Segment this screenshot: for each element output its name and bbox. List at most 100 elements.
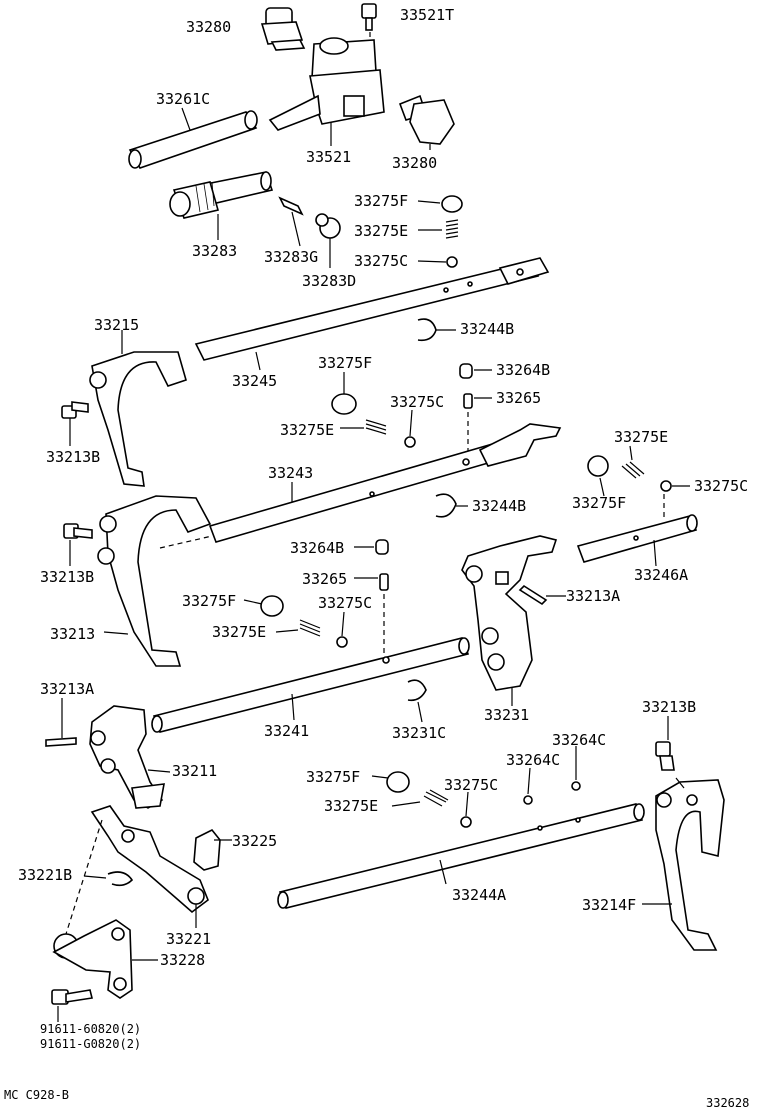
- label-33275c-4: 33275C: [318, 594, 373, 612]
- label-bolt-91611-g0820: 91611-G0820(2): [40, 1037, 142, 1051]
- label-33265-2: 33265: [302, 570, 348, 588]
- label-33264c-1: 33264C: [552, 731, 607, 749]
- bolt-33213b-1: [61, 401, 89, 419]
- bolt-33213b-2: [63, 523, 93, 539]
- fork-33213: [97, 495, 212, 667]
- label-33275c-3: 33275C: [694, 477, 749, 495]
- shaft-33244a: [277, 803, 645, 909]
- cap-33283d: [315, 213, 341, 239]
- plug-33275f-4: [260, 595, 284, 617]
- label-33283g: 33283G: [264, 248, 319, 266]
- clip-33221b: [107, 871, 134, 887]
- label-33275f-1: 33275F: [354, 192, 409, 210]
- plug-33280-top: [260, 7, 306, 51]
- ball-33275c-1: [446, 256, 458, 268]
- label-33265-1: 33265: [496, 389, 542, 407]
- clip-33231c: [407, 679, 427, 702]
- label-33244b-1: 33244B: [460, 320, 515, 338]
- shaft-33246a: [576, 514, 698, 563]
- label-33521: 33521: [306, 148, 352, 166]
- plug-33275f-1: [441, 195, 463, 213]
- label-33213a-2: 33213A: [40, 680, 95, 698]
- spring-33275e-5: [423, 789, 449, 807]
- spring-33275e-3: [621, 461, 645, 479]
- ball-33275c-2: [404, 436, 416, 448]
- label-33214f: 33214F: [582, 896, 637, 914]
- pin-33213a-2: [45, 737, 77, 747]
- shaft-33261c: [128, 110, 258, 169]
- pin-33264b-2: [375, 539, 389, 555]
- lever-33211: [89, 705, 165, 809]
- label-33244a: 33244A: [452, 886, 507, 904]
- label-33275e-2: 33275E: [280, 421, 335, 439]
- bolt-91611: [51, 989, 93, 1005]
- plug-33280-right: [398, 94, 455, 145]
- label-33213b-3: 33213B: [642, 698, 697, 716]
- bracket-33228: [52, 919, 133, 999]
- label-33280-top: 33280: [186, 18, 232, 36]
- block-33225: [193, 828, 221, 871]
- pin-33264c-1: [523, 795, 533, 805]
- label-33246a: 33246A: [634, 566, 689, 584]
- label-33213: 33213: [50, 625, 96, 643]
- label-33211: 33211: [172, 762, 218, 780]
- label-33275f-2: 33275F: [318, 354, 373, 372]
- label-33521t: 33521T: [400, 6, 455, 24]
- label-33275e-1: 33275E: [354, 222, 409, 240]
- label-33275e-3: 33275E: [614, 428, 669, 446]
- key-33283g: [278, 196, 304, 216]
- ball-33275c-3: [660, 480, 672, 492]
- label-33221: 33221: [166, 930, 212, 948]
- label-33213b-1: 33213B: [46, 448, 101, 466]
- label-33264b-1: 33264B: [496, 361, 551, 379]
- label-33245: 33245: [232, 372, 278, 390]
- label-33213b-2: 33213B: [40, 568, 95, 586]
- fork-33214f: [655, 779, 725, 951]
- label-33275f-5: 33275F: [306, 768, 361, 786]
- label-33241: 33241: [264, 722, 310, 740]
- plug-33275f-2: [331, 393, 357, 415]
- label-33261c: 33261C: [156, 90, 211, 108]
- label-33275e-4: 33275E: [212, 623, 267, 641]
- label-33244b-2: 33244B: [472, 497, 527, 515]
- plug-33275f-5: [386, 771, 410, 793]
- lever-33231: [461, 535, 558, 691]
- label-33264b-2: 33264B: [290, 539, 345, 557]
- bolt-33521t: [361, 3, 377, 31]
- fork-33215: [89, 351, 187, 487]
- label-33275c-2: 33275C: [390, 393, 445, 411]
- clip-33244b-1: [417, 318, 437, 342]
- shaft-33241: [151, 637, 470, 733]
- pin-33265-1: [463, 393, 473, 409]
- label-33243: 33243: [268, 464, 314, 482]
- pin-33213a-1: [518, 584, 548, 606]
- label-33283d: 33283D: [302, 272, 357, 290]
- label-33231: 33231: [484, 706, 530, 724]
- label-33231c: 33231C: [392, 724, 447, 742]
- shaft-33243: [208, 423, 562, 543]
- clip-33244b-2: [435, 493, 457, 518]
- spring-33275e-4: [299, 619, 321, 637]
- housing-33521: [268, 37, 385, 131]
- label-33275c-5: 33275C: [444, 776, 499, 794]
- pin-33264b-1: [459, 363, 473, 379]
- label-bolt-91611-60820: 91611-60820(2): [40, 1022, 142, 1036]
- spring-33275e-1: [445, 219, 459, 239]
- label-33283: 33283: [192, 242, 238, 260]
- pin-33264c-2: [571, 781, 581, 791]
- label-33264c-2: 33264C: [506, 751, 561, 769]
- label-33275f-3: 33275F: [572, 494, 627, 512]
- shaft-33245: [194, 257, 550, 361]
- plug-33275f-3: [587, 455, 609, 477]
- label-33275f-4: 33275F: [182, 592, 237, 610]
- pin-33265-2: [379, 573, 389, 591]
- label-33275c-1: 33275C: [354, 252, 409, 270]
- label-33228: 33228: [160, 951, 206, 969]
- ball-33275c-5: [460, 816, 472, 828]
- bolt-33213b-3: [655, 741, 675, 771]
- label-33275e-5: 33275E: [324, 797, 379, 815]
- link-33221: [90, 805, 209, 914]
- label-33215: 33215: [94, 316, 140, 334]
